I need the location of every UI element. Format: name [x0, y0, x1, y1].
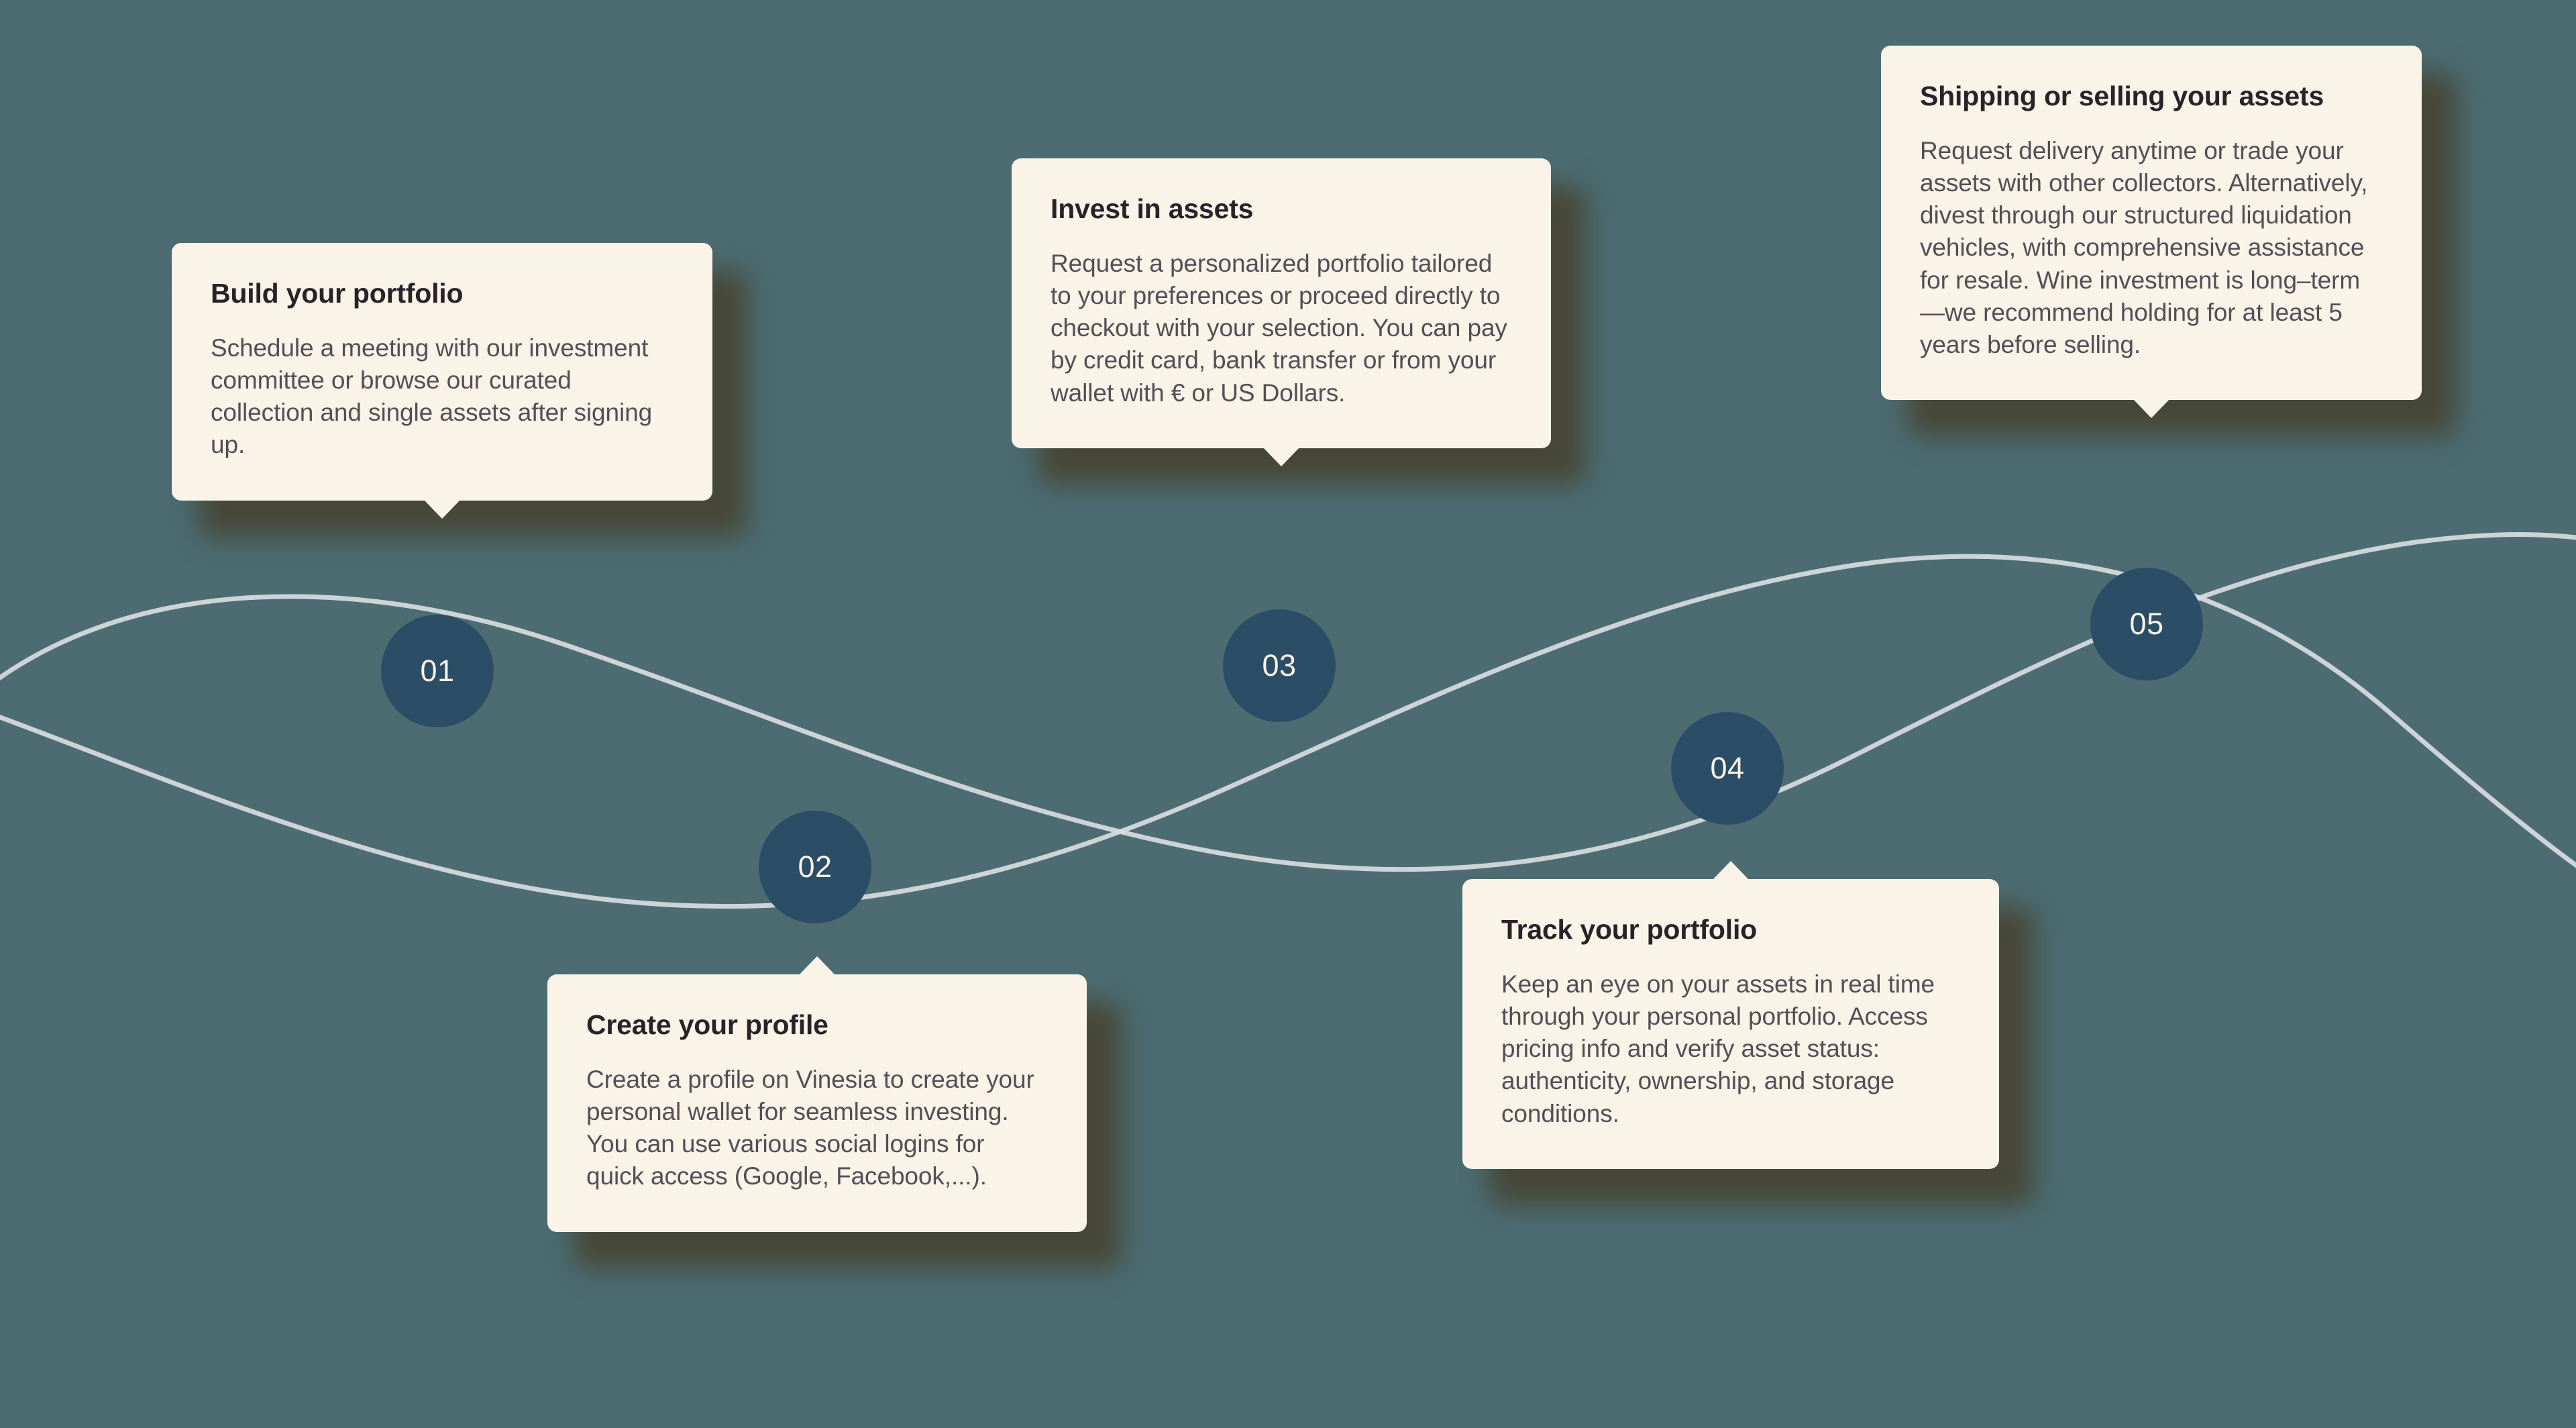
- step-card-body: Keep an eye on your assets in real time …: [1501, 970, 1935, 1127]
- step-card-title: Track your portfolio: [1501, 914, 1757, 945]
- step-card-5[interactable]: Shipping or selling your assets Request …: [1881, 46, 2422, 418]
- step-card-title: Create your profile: [586, 1009, 828, 1040]
- step-number-badge-4[interactable]: 04: [1671, 712, 1784, 825]
- step-card-3[interactable]: Invest in assets Request a personalized …: [1012, 158, 1551, 466]
- step-card-2[interactable]: Create your profile Create a profile on …: [547, 956, 1087, 1232]
- step-number-badge-3[interactable]: 03: [1223, 609, 1336, 722]
- card-tail-down-icon: [424, 499, 460, 519]
- step-number-badge-1[interactable]: 01: [381, 615, 494, 727]
- step-card-title: Build your portfolio: [211, 278, 464, 309]
- step-card-1[interactable]: Build your portfolio Schedule a meeting …: [172, 243, 712, 519]
- step-number-badge-5[interactable]: 05: [2090, 568, 2203, 680]
- step-card-body: Schedule a meeting with our investment c…: [211, 334, 653, 459]
- card-tail-up-icon: [1713, 861, 1749, 880]
- step-card-body: Create a profile on Vinesia to create yo…: [586, 1066, 1034, 1190]
- step-card-title: Invest in assets: [1051, 193, 1254, 224]
- card-tail-up-icon: [799, 956, 835, 975]
- card-tail-down-icon: [2133, 399, 2169, 418]
- step-card-title: Shipping or selling your assets: [1920, 81, 2324, 111]
- step-card-body: Request delivery anytime or trade your a…: [1920, 137, 2368, 358]
- step-number-badge-2[interactable]: 02: [759, 811, 871, 923]
- step-card-4[interactable]: Track your portfolio Keep an eye on your…: [1462, 861, 1999, 1169]
- step-card-body: Request a personalized portfolio tailore…: [1051, 250, 1507, 407]
- card-tail-down-icon: [1263, 447, 1299, 466]
